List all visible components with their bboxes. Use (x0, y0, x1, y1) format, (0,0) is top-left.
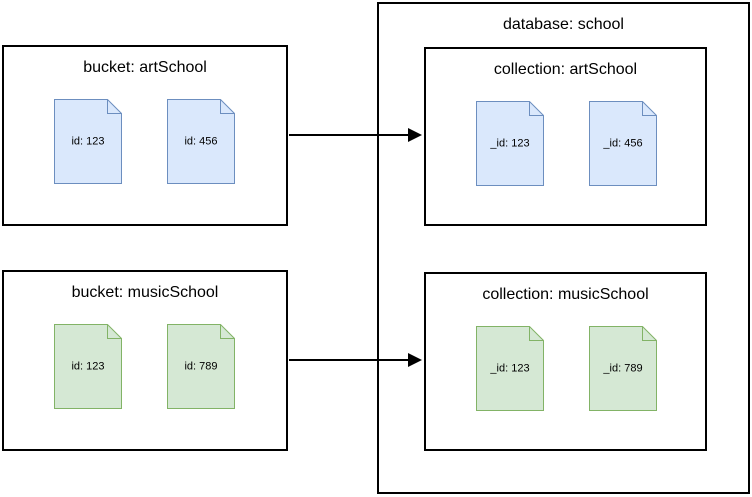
bucket-artschool-title: bucket: artSchool (83, 59, 207, 76)
document-label: _id: 123 (490, 362, 530, 374)
collection-artschool-title: collection: artSchool (493, 61, 638, 78)
document-id-123: id: 123 (54, 99, 122, 184)
arrow-line (289, 359, 410, 361)
document-label: id: 123 (71, 135, 105, 147)
document-id-789: id: 789 (167, 324, 235, 409)
document-_id-123: _id: 123 (476, 326, 544, 411)
arrowhead-icon (408, 353, 422, 367)
document-label: _id: 123 (490, 137, 530, 149)
document-icon (589, 101, 657, 186)
document-icon (54, 324, 122, 409)
document-icon (167, 99, 235, 184)
bucket-artschool-box: bucket: artSchool id: 123 id: 456 (2, 45, 288, 226)
collection-musicschool-box: collection: musicSchool _id: 123 _id: 78… (424, 272, 707, 451)
document-id-123: id: 123 (54, 324, 122, 409)
document-id-456: id: 456 (167, 99, 235, 184)
document-_id-123: _id: 123 (476, 101, 544, 186)
document-icon (54, 99, 122, 184)
document-icon (476, 326, 544, 411)
document-icon (167, 324, 235, 409)
document-_id-456: _id: 456 (589, 101, 657, 186)
document-label: _id: 789 (603, 362, 643, 374)
collection-musicschool-title: collection: musicSchool (482, 286, 649, 303)
document-label: _id: 456 (603, 137, 643, 149)
bucket-musicschool-box: bucket: musicSchool id: 123 id: 789 (2, 270, 288, 451)
database-school-title: database: school (503, 16, 624, 33)
document-label: id: 456 (184, 135, 218, 147)
collection-artschool-box: collection: artSchool _id: 123 _id: 456 (424, 47, 707, 226)
arrowhead-icon (408, 128, 422, 142)
document-label: id: 123 (71, 360, 105, 372)
arrow-line (289, 134, 410, 136)
database-school-box: database: school collection: artSchool _… (377, 2, 750, 494)
document-icon (589, 326, 657, 411)
document-_id-789: _id: 789 (589, 326, 657, 411)
bucket-musicschool-title: bucket: musicSchool (71, 284, 219, 301)
document-icon (476, 101, 544, 186)
document-label: id: 789 (184, 360, 218, 372)
